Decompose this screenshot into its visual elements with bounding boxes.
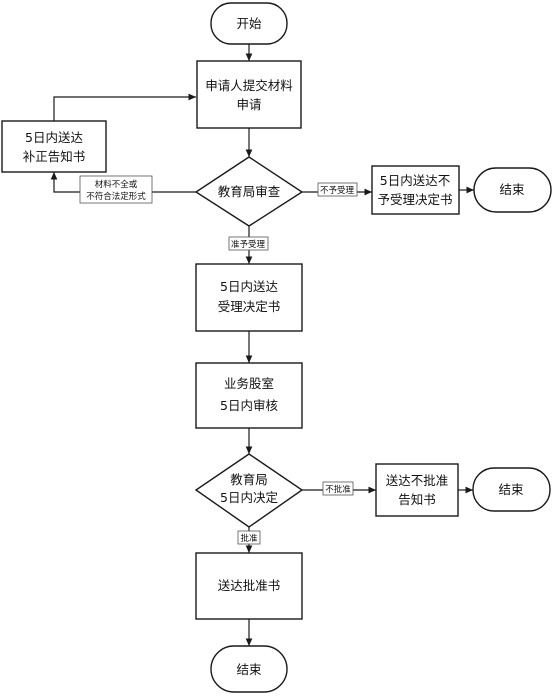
process-rejection-notice: 5日内送达不 予受理决定书 (371, 165, 460, 215)
edge-correct-to-submit (53, 93, 196, 121)
terminal-start: 开始 (210, 2, 288, 45)
svg-text:5日内送达不: 5日内送达不 (380, 173, 450, 188)
edge-label-accepted: 准予受理 (228, 236, 269, 251)
svg-text:不予受理: 不予受理 (320, 185, 355, 196)
svg-text:5日内审核: 5日内审核 (220, 398, 278, 413)
terminal-end-bottom: 结束 (210, 645, 288, 693)
svg-text:予受理决定书: 予受理决定书 (377, 192, 452, 207)
process-approval-document: 送达批准书 (195, 552, 303, 620)
svg-text:5日内送达: 5日内送达 (25, 130, 83, 145)
terminal-end-middle: 结束 (472, 467, 551, 512)
svg-text:申请: 申请 (236, 97, 261, 112)
svg-text:5日内送达: 5日内送达 (220, 279, 278, 294)
svg-text:批准: 批准 (240, 533, 258, 544)
process-correction-notice: 5日内送达 补正告知书 (1, 120, 107, 173)
svg-text:结束: 结束 (499, 182, 525, 197)
svg-text:不批准: 不批准 (325, 484, 351, 495)
decision-education-bureau-review: 教育局审查 (194, 156, 304, 227)
edge-label-incomplete: 材料不全或 不符合法定形式 (79, 175, 153, 204)
terminal-end-top: 结束 (473, 167, 552, 213)
svg-text:送达批准书: 送达批准书 (218, 578, 281, 593)
svg-text:5日内决定: 5日内决定 (220, 490, 278, 505)
svg-text:开始: 开始 (236, 16, 262, 31)
edge-label-not-approved: 不批准 (322, 481, 354, 496)
edge-label-not-accepted: 不予受理 (317, 182, 358, 197)
svg-text:补正告知书: 补正告知书 (23, 149, 86, 164)
svg-text:教育局: 教育局 (230, 472, 268, 487)
process-acceptance-notice: 5日内送达 受理决定书 (195, 263, 303, 332)
svg-text:结束: 结束 (236, 662, 262, 677)
decision-education-bureau-decide: 教育局 5日内决定 (194, 453, 304, 528)
svg-text:不符合法定形式: 不符合法定形式 (86, 191, 146, 202)
process-department-audit: 业务股室 5日内审核 (195, 362, 303, 429)
svg-text:准予受理: 准予受理 (231, 239, 266, 250)
svg-text:结束: 结束 (498, 482, 524, 497)
svg-text:申请人提交材料: 申请人提交材料 (205, 78, 293, 93)
svg-text:业务股室: 业务股室 (224, 376, 274, 391)
process-submit-application: 申请人提交材料 申请 (196, 60, 302, 129)
svg-text:材料不全或: 材料不全或 (95, 179, 138, 190)
edge-label-approved: 批准 (237, 530, 261, 545)
svg-text:受理决定书: 受理决定书 (218, 299, 281, 314)
process-denial-notice: 送达不批准 告知书 (375, 463, 459, 517)
svg-text:教育局审查: 教育局审查 (218, 184, 281, 199)
svg-text:告知书: 告知书 (398, 492, 436, 507)
svg-text:送达不批准: 送达不批准 (386, 473, 449, 488)
